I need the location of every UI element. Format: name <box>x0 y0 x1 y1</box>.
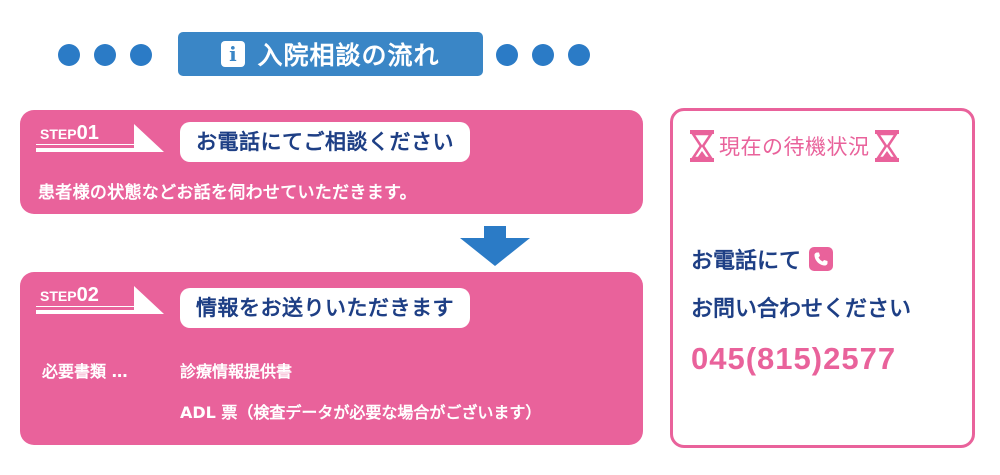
step-01-description: 患者様の状態などお話を伺わせていただきます。 <box>38 183 417 203</box>
step-tag-shape-icon <box>36 124 164 152</box>
document-item: 診療情報提供書 <box>180 362 293 381</box>
step-tag-number: 02 <box>76 284 99 306</box>
step-01-heading: お電話にてご相談ください <box>180 122 470 162</box>
flow-title: i 入院相談の流れ <box>178 32 483 76</box>
call-instruction-line-2: お問い合わせください <box>691 297 912 322</box>
call-text: お電話にて <box>691 249 802 274</box>
flow-title-text: 入院相談の流れ <box>257 41 440 70</box>
header-dots-left <box>58 44 152 66</box>
step-02-tag: STEP02 <box>36 282 168 314</box>
dot-icon <box>496 44 518 66</box>
header-dots-right <box>496 44 590 66</box>
document-item: ADL 票（検査データが必要な場合がございます） <box>180 403 542 422</box>
arrow-down-icon <box>460 226 530 266</box>
status-panel-header: 現在の待機状況 <box>689 129 900 163</box>
step-tag-number: 01 <box>76 122 99 144</box>
dot-icon <box>58 44 80 66</box>
step-tag-prefix: STEP <box>40 126 77 142</box>
status-panel: 現在の待機状況 お電話にて お問い合わせください 045(815)2577 <box>670 108 975 448</box>
step-02-heading: 情報をお送りいただきます <box>180 288 470 328</box>
dot-icon <box>568 44 590 66</box>
dot-icon <box>532 44 554 66</box>
status-panel-title: 現在の待機状況 <box>719 135 870 159</box>
phone-icon <box>809 247 834 271</box>
call-instruction-line-1: お電話にて <box>691 243 834 275</box>
step-01-tag: STEP01 <box>36 120 168 152</box>
documents-label: 必要書類 … <box>42 362 128 381</box>
step-tag-shape-icon <box>36 286 164 314</box>
phone-number[interactable]: 045(815)2577 <box>691 341 897 376</box>
step-02-card: STEP02 情報をお送りいただきます 必要書類 … 診療情報提供書 ADL 票… <box>20 272 643 445</box>
dot-icon <box>130 44 152 66</box>
dot-icon <box>94 44 116 66</box>
step-01-card: STEP01 お電話にてご相談ください 患者様の状態などお話を伺わせていただきま… <box>20 110 643 214</box>
step-tag-prefix: STEP <box>40 288 77 304</box>
hourglass-icon <box>874 130 899 162</box>
info-icon: i <box>221 41 246 67</box>
flow-header: i 入院相談の流れ <box>58 32 590 76</box>
hourglass-icon <box>690 130 714 162</box>
